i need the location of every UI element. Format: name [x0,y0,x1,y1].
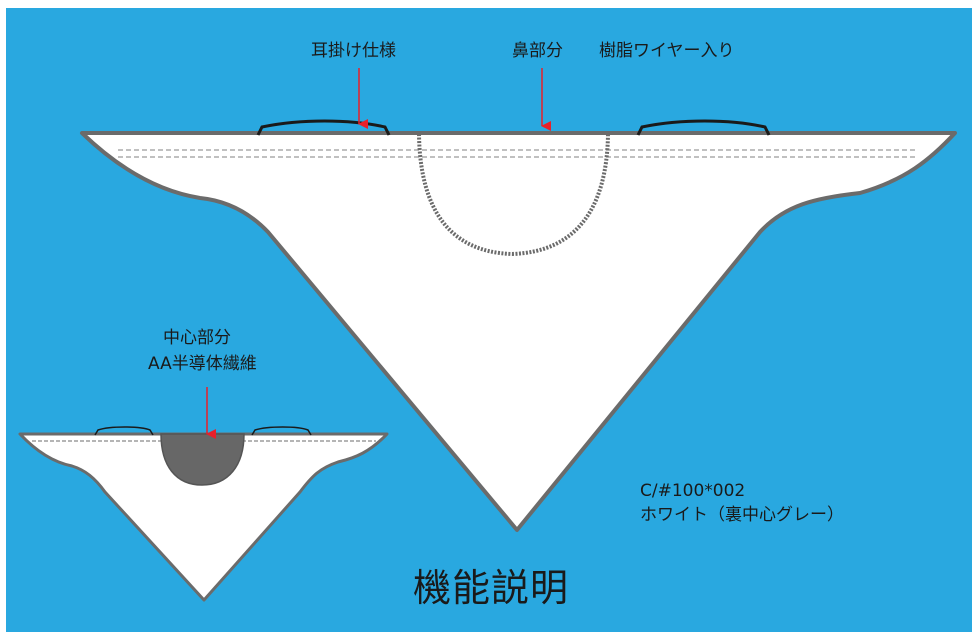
large-mask-center-seam [417,133,610,257]
large-mask-body [80,131,957,532]
small-left-ear-loop [94,426,154,436]
nose-wire-label: 樹脂ワイヤー入り [599,41,735,61]
semiconductor-fiber-label: AA半導体繊維 [148,354,257,374]
color-name-label: ホワイト（裏中心グレー） [640,505,844,525]
small-mask-body [18,432,389,602]
small-mask [18,426,389,602]
large-mask [80,119,957,532]
nose-part-label: 鼻部分 [512,41,563,61]
left-ear-loop [256,119,391,136]
color-code-label: C/#100*002 [640,481,746,501]
right-ear-loop [636,119,771,136]
ear-loop-label: 耳掛け仕様 [311,41,396,61]
page-title: 機能説明 [413,566,570,610]
small-right-ear-loop [251,426,312,436]
center-part-label: 中心部分 [163,328,231,348]
small-mask-center-panel [160,433,245,486]
